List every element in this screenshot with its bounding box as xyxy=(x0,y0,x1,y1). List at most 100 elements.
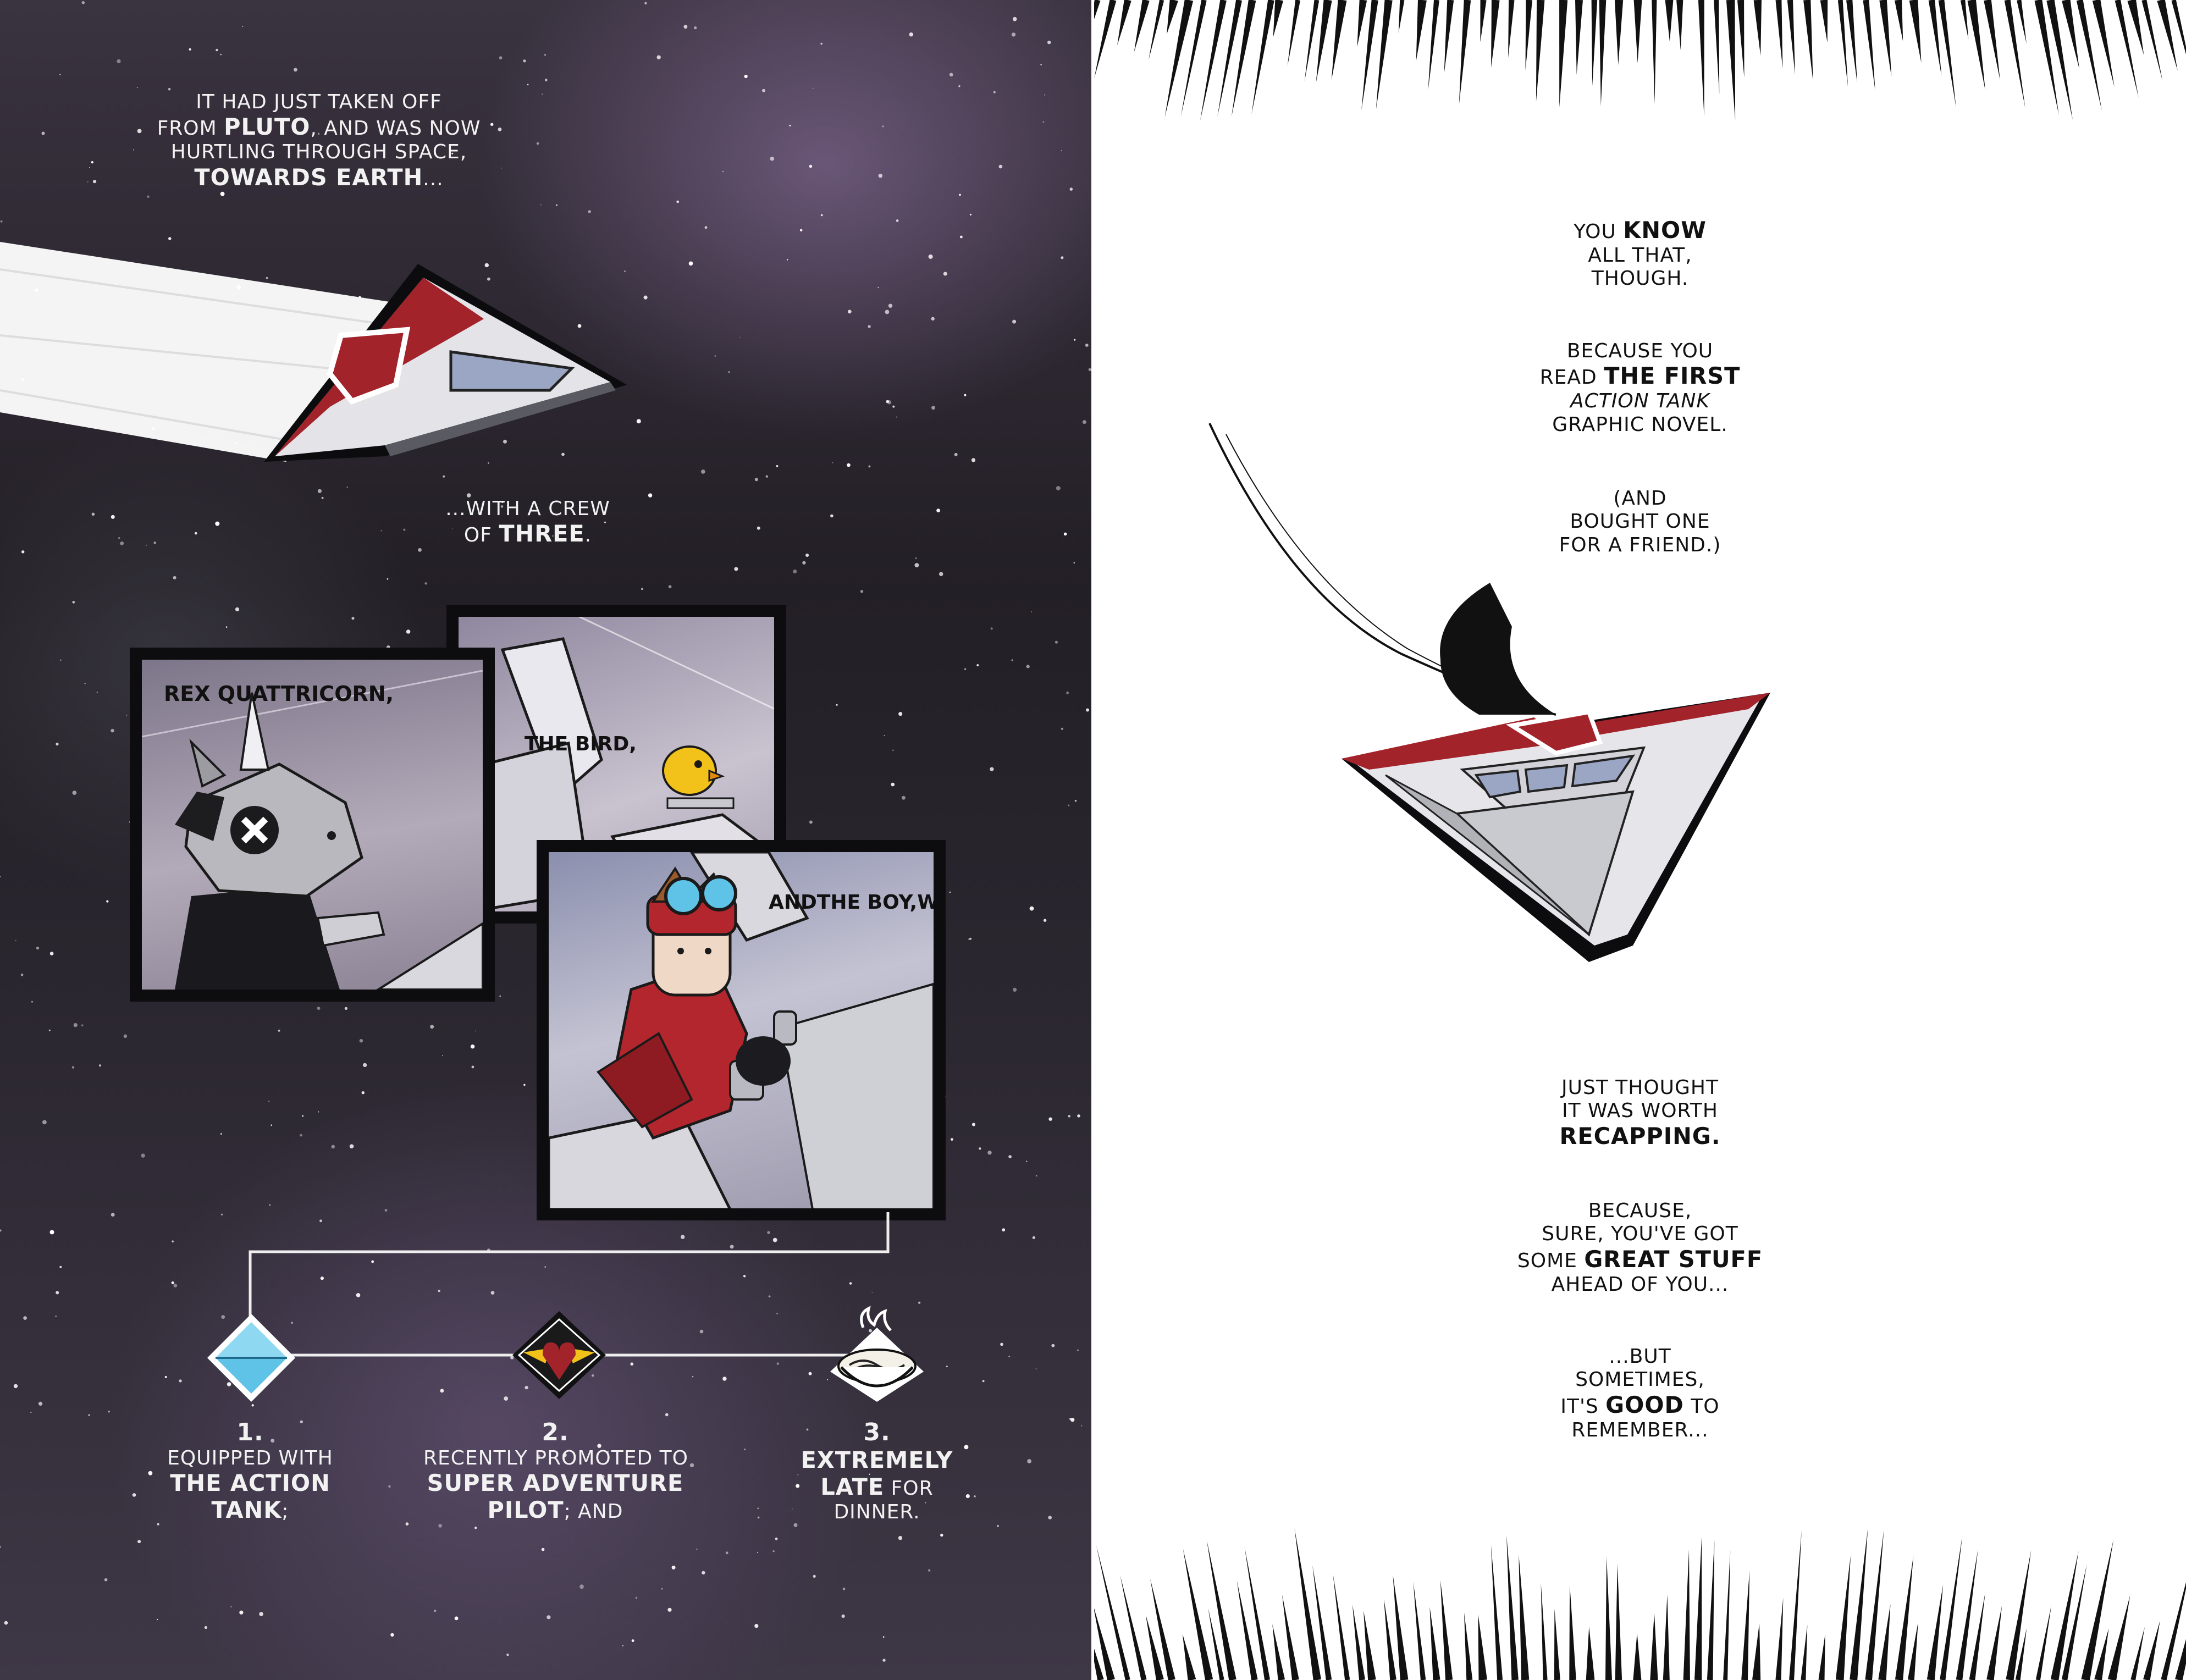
star xyxy=(964,668,967,670)
star xyxy=(849,1282,852,1285)
star xyxy=(346,487,348,488)
star xyxy=(146,544,147,546)
speed-line xyxy=(1926,1584,1944,1680)
star xyxy=(806,1428,809,1431)
caption-text: It had just taken off xyxy=(196,91,442,113)
caption-emphasis: Tank xyxy=(211,1497,282,1524)
star xyxy=(1048,1516,1052,1519)
speed-line xyxy=(1182,1634,1196,1680)
star xyxy=(185,130,188,132)
star xyxy=(971,1123,975,1126)
star xyxy=(928,254,933,259)
page-gutter xyxy=(1091,0,1096,1680)
speed-line xyxy=(1698,0,1704,117)
star xyxy=(1077,1114,1080,1118)
star xyxy=(744,74,748,79)
star xyxy=(1012,319,1017,324)
star xyxy=(356,1293,361,1297)
star xyxy=(380,530,382,532)
star xyxy=(1042,121,1045,123)
star xyxy=(49,952,54,955)
star xyxy=(896,219,899,222)
star xyxy=(552,535,554,537)
star xyxy=(990,767,994,771)
speed-line xyxy=(1789,1530,1802,1680)
star xyxy=(474,1527,477,1529)
star xyxy=(793,570,797,573)
star xyxy=(1061,150,1062,152)
speed-line xyxy=(1605,1556,1612,1680)
star xyxy=(320,1276,324,1280)
star xyxy=(56,742,59,746)
star xyxy=(969,213,971,215)
caption-text: of xyxy=(463,524,499,547)
star xyxy=(689,1463,694,1468)
caption-because-you-read: Because youread the firstAction Tankgrap… xyxy=(1475,340,1805,436)
caption-line: Tank; xyxy=(148,1497,352,1524)
star xyxy=(148,1471,153,1475)
star xyxy=(892,749,894,751)
speed-line xyxy=(1164,0,1194,118)
star xyxy=(604,521,606,523)
star xyxy=(836,704,838,706)
star xyxy=(195,532,197,535)
star xyxy=(914,563,919,568)
star xyxy=(722,1377,727,1381)
speed-line xyxy=(1753,0,1762,56)
star xyxy=(390,1633,394,1637)
star xyxy=(384,1209,388,1212)
caption-line: read the first xyxy=(1475,363,1805,390)
caption-line: towards Earth... xyxy=(132,164,506,191)
caption-text: sometimes, xyxy=(1575,1368,1705,1391)
star xyxy=(909,32,914,37)
star xyxy=(667,1607,672,1612)
speed-line xyxy=(1723,1550,1731,1680)
speed-line xyxy=(1863,0,1875,91)
star xyxy=(157,1618,158,1621)
speed-line xyxy=(1940,1535,1963,1680)
speed-line xyxy=(1094,0,1117,79)
caption-line: who was: xyxy=(917,891,939,914)
star xyxy=(812,87,814,89)
speed-line xyxy=(1413,1582,1426,1680)
star xyxy=(886,400,890,404)
star xyxy=(242,26,244,27)
speed-line xyxy=(1633,0,1642,63)
star xyxy=(624,270,626,272)
star xyxy=(0,1546,1,1548)
star xyxy=(98,1064,101,1067)
speed-line xyxy=(1752,1623,1761,1680)
star xyxy=(537,1455,540,1458)
star xyxy=(702,1571,705,1575)
star xyxy=(266,277,268,279)
star xyxy=(1074,339,1076,341)
star xyxy=(1081,1425,1083,1427)
star xyxy=(1000,1342,1003,1346)
speed-line xyxy=(2061,1564,2087,1680)
star xyxy=(1008,1155,1012,1159)
panel-boy-caption: Andthe Boy,who was: xyxy=(769,891,934,914)
caption-text: Equipped with xyxy=(167,1446,333,1469)
star xyxy=(561,452,565,456)
star xyxy=(123,1034,128,1038)
star xyxy=(820,42,822,45)
speed-line xyxy=(1364,1610,1376,1680)
caption-line: though. xyxy=(1475,267,1805,290)
star xyxy=(797,1474,799,1475)
star xyxy=(882,1636,885,1638)
speed-line xyxy=(1393,1574,1409,1680)
star xyxy=(722,170,724,173)
caption-text: hurtling through space, xyxy=(170,141,467,164)
star xyxy=(951,1138,953,1141)
speed-line xyxy=(1149,0,1164,60)
star xyxy=(555,204,557,206)
speed-line xyxy=(2143,1620,2160,1680)
star xyxy=(982,1380,985,1383)
star xyxy=(88,1414,90,1416)
star xyxy=(1073,562,1075,563)
caption-text: who was: xyxy=(917,891,939,914)
star xyxy=(869,1473,870,1475)
star xyxy=(925,1502,926,1504)
speed-line xyxy=(1464,1612,1473,1680)
star xyxy=(536,142,539,145)
